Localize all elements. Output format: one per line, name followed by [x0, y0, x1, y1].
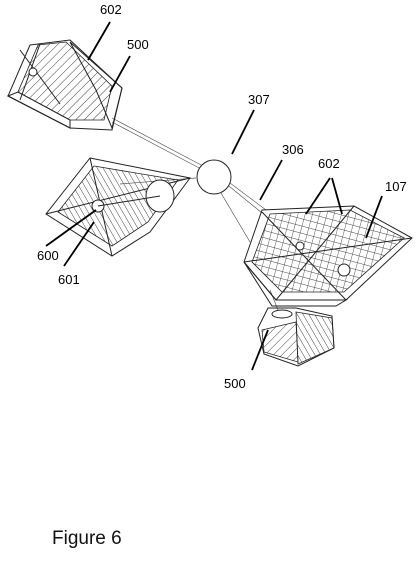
module-top-left — [6, 39, 123, 131]
label-600: 600 — [37, 248, 59, 263]
module-bottom — [257, 307, 335, 367]
label-602-top: 602 — [100, 2, 122, 17]
leader-lines — [45, 21, 383, 371]
central-hub — [196, 159, 232, 195]
label-306: 306 — [282, 142, 304, 157]
label-107: 107 — [385, 179, 407, 194]
label-307: 307 — [248, 92, 270, 107]
label-601: 601 — [58, 272, 80, 287]
module-left — [45, 157, 191, 257]
figure-caption: Figure 6 — [52, 528, 122, 549]
label-500-bottom: 500 — [224, 376, 246, 391]
module-right — [243, 205, 413, 307]
label-602-right: 602 — [318, 156, 340, 171]
label-500-top: 500 — [127, 37, 149, 52]
